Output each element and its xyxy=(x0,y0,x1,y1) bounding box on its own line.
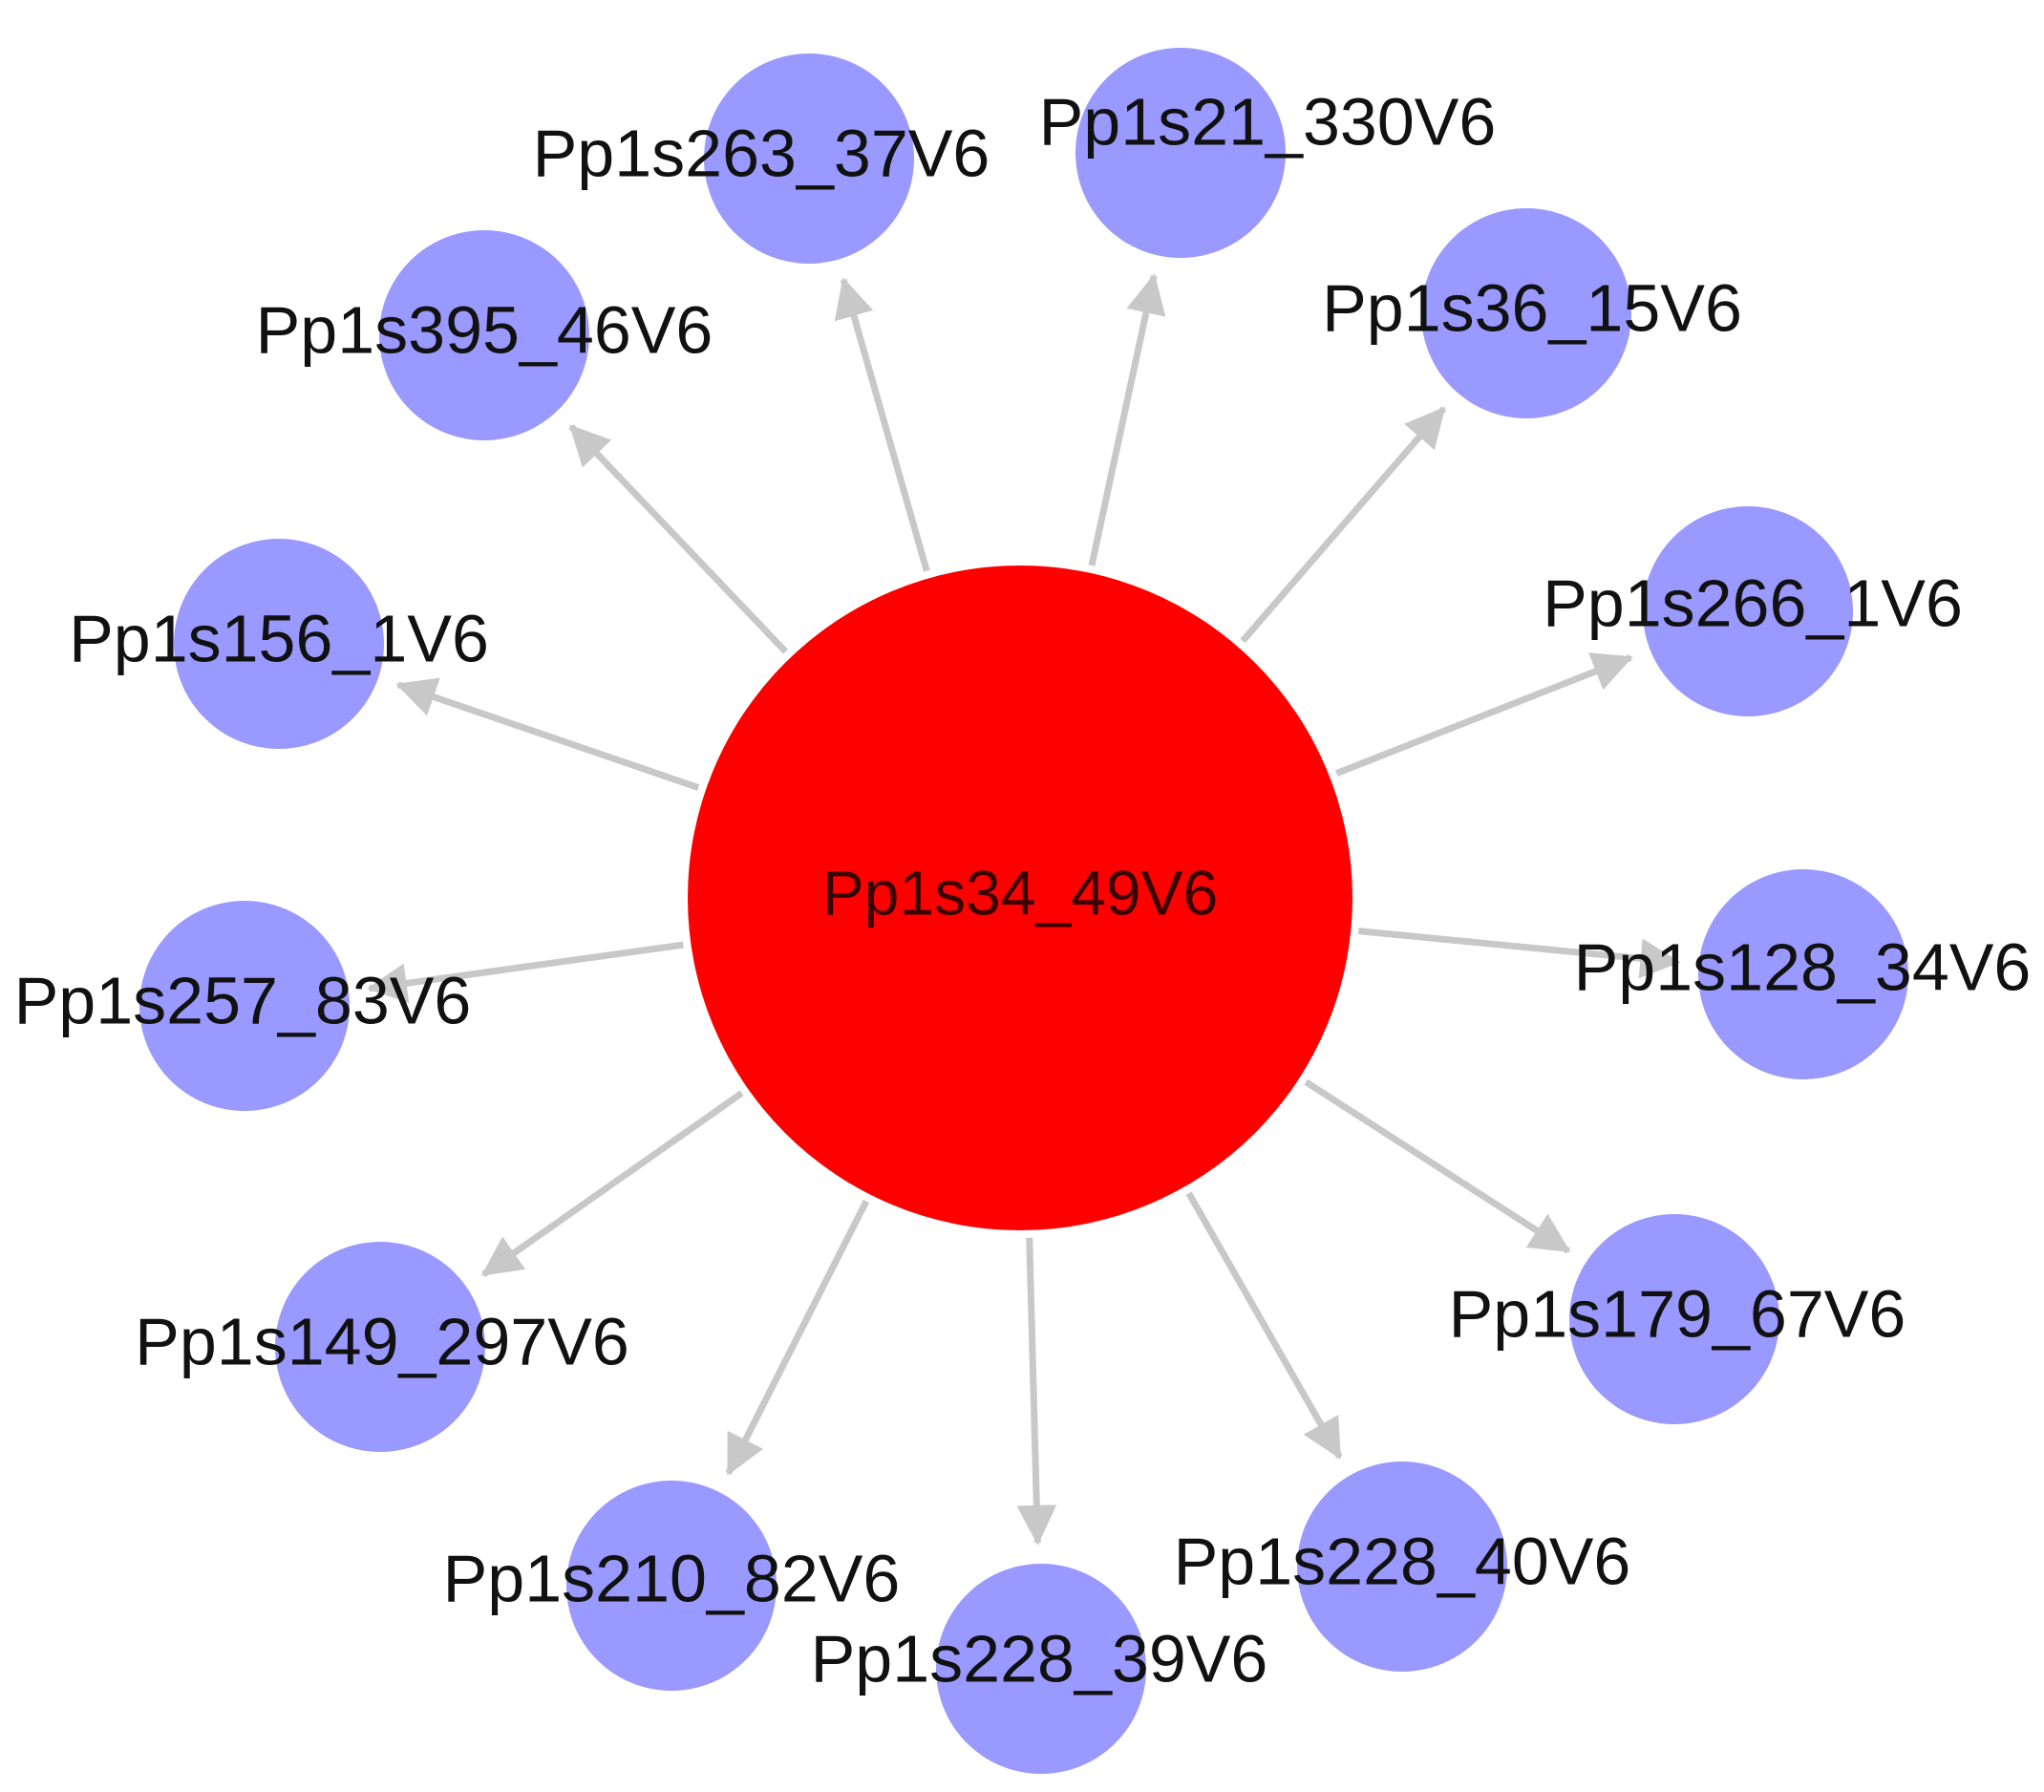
target-node-label: Pp1s128_34V6 xyxy=(1574,929,2032,1004)
center-node-label: Pp1s34_49V6 xyxy=(822,857,1219,928)
target-node[interactable] xyxy=(1297,1461,1507,1672)
edge-arrow xyxy=(568,424,789,654)
edge-arrow xyxy=(1335,652,1633,777)
target-node[interactable] xyxy=(566,1481,777,1691)
target-node-label: Pp1s395_46V6 xyxy=(256,292,713,367)
target-node[interactable] xyxy=(704,53,914,264)
target-node[interactable] xyxy=(174,539,384,749)
center-node[interactable] xyxy=(688,565,1352,1230)
edge-arrow xyxy=(395,677,700,791)
edge-arrow xyxy=(366,941,684,1004)
target-node-label: Pp1s228_40V6 xyxy=(1174,1524,1631,1598)
target-node[interactable] xyxy=(275,1242,485,1452)
target-node-label: Pp1s257_83V6 xyxy=(14,963,472,1037)
target-node-label: Pp1s228_39V6 xyxy=(811,1621,1268,1696)
edge-arrow xyxy=(1304,1078,1571,1254)
edge-arrow xyxy=(480,1090,744,1278)
target-node[interactable] xyxy=(139,901,350,1111)
target-node-label: Pp1s149_297V6 xyxy=(135,1304,629,1378)
target-node[interactable] xyxy=(1569,1214,1779,1424)
edge-arrow xyxy=(1088,273,1166,566)
target-node[interactable] xyxy=(379,230,589,440)
nodes-layer xyxy=(139,48,1908,1774)
target-node-label: Pp1s36_15V6 xyxy=(1322,270,1742,345)
edge-arrow xyxy=(1357,928,1681,979)
target-node-label: Pp1s263_37V6 xyxy=(533,116,990,190)
labels-layer: Pp1s34_49V6 Pp1s263_37V6 Pp1s21_330V6Pp1s3… xyxy=(14,84,2032,1696)
target-node-label: Pp1s266_1V6 xyxy=(1543,565,1963,640)
edge-arrow xyxy=(834,277,930,572)
target-node[interactable] xyxy=(1421,208,1631,418)
target-node[interactable] xyxy=(1698,869,1908,1079)
edge-arrow xyxy=(1016,1237,1057,1546)
target-node[interactable] xyxy=(1643,506,1853,716)
target-node[interactable] xyxy=(1075,48,1286,258)
target-node-label: Pp1s21_330V6 xyxy=(1039,84,1497,159)
edges-layer xyxy=(366,273,1681,1546)
edge-arrow xyxy=(725,1199,870,1476)
target-node-label: Pp1s179_67V6 xyxy=(1449,1276,1906,1351)
edge-arrow xyxy=(1240,406,1447,644)
edge-arrow xyxy=(1185,1191,1343,1460)
target-node-label: Pp1s210_82V6 xyxy=(443,1541,901,1615)
target-node-label: Pp1s156_1V6 xyxy=(69,601,489,675)
target-node[interactable] xyxy=(936,1564,1146,1774)
